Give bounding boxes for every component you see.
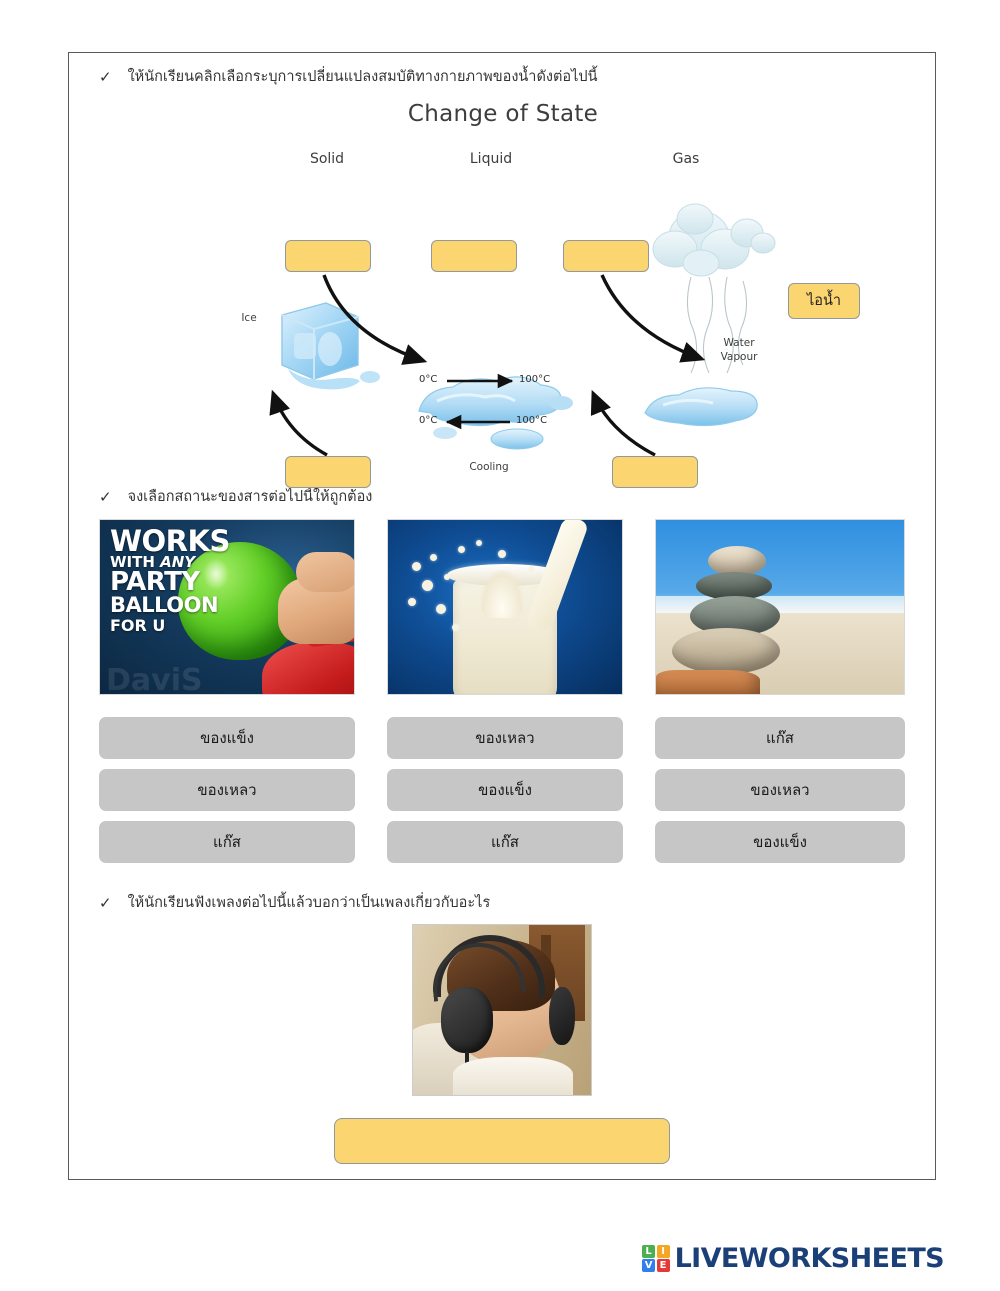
- choice-balloon-3[interactable]: แก๊ส: [99, 820, 355, 863]
- instruction-text-3: ให้นักเรียนฟังเพลงต่อไปนี้แล้วบอกว่าเป็น…: [127, 894, 491, 911]
- milk-droplet: [444, 573, 450, 580]
- change-of-state-diagram: Change of State Solid Liquid Gas: [69, 93, 937, 488]
- answer-box-top-1[interactable]: [285, 239, 371, 272]
- ad-line-1: WORKS: [110, 523, 230, 558]
- live-tiles-icon: L I V E: [642, 1244, 670, 1273]
- logo-wordmark: LIVEWORKSHEETS: [674, 1243, 945, 1274]
- picture-row: WORKS WITH ANY PARTY BALLOON FOR U DaviS: [69, 518, 935, 695]
- section-states-of-matter: ✓ จงเลือกสถานะของสารต่อไปนี้ให้ถูกต้อง W…: [69, 487, 935, 863]
- choice-group-milk: ของเหลว ของแข็ง แก๊ส: [387, 716, 623, 863]
- milk-splash-shape: [480, 569, 524, 618]
- milk-droplet: [412, 561, 421, 571]
- checkmark-icon: ✓: [99, 893, 112, 912]
- stone-shape: [696, 571, 772, 600]
- final-answer-wrap: [69, 1118, 935, 1165]
- temp-cooling-from: 100°C: [516, 414, 548, 426]
- temp-heating-from: 0°C: [419, 373, 438, 385]
- listening-photo-wrap: [69, 924, 935, 1097]
- milk-droplet: [476, 539, 482, 546]
- choice-balloon-1[interactable]: ของแข็ง: [99, 716, 355, 759]
- temp-cooling-to: 0°C: [419, 414, 438, 426]
- headphone-earcup-icon: [441, 987, 493, 1054]
- label-cooling: Cooling: [469, 460, 509, 473]
- choice-milk-2[interactable]: ของแข็ง: [387, 768, 623, 811]
- image-child-with-headphones: [412, 924, 592, 1097]
- logo-tile-i: I: [656, 1244, 670, 1258]
- choice-row: ของแข็ง ของเหลว แก๊ส ของเหลว ของแข็ง แก๊…: [69, 716, 935, 863]
- logo-tile-v: V: [642, 1259, 656, 1273]
- state-label-gas: Gas: [672, 150, 700, 167]
- label-ice: Ice: [241, 311, 257, 324]
- milk-droplet: [452, 623, 459, 631]
- choice-milk-1[interactable]: ของเหลว: [387, 716, 623, 759]
- choice-balloon-2[interactable]: ของเหลว: [99, 768, 355, 811]
- milk-droplet: [422, 579, 433, 591]
- milk-droplet: [528, 565, 535, 573]
- ad-line-2: WITH ANY: [110, 553, 196, 572]
- answer-box-bottom-1[interactable]: [285, 455, 371, 488]
- stone-shape: [708, 545, 766, 576]
- listening-answer-input[interactable]: [334, 1118, 670, 1165]
- answer-box-top-3[interactable]: [563, 239, 649, 272]
- image-stones: [655, 518, 905, 695]
- milk-droplet: [408, 597, 416, 606]
- checkmark-icon: ✓: [99, 487, 112, 506]
- choice-stones-3[interactable]: ของแข็ง: [655, 820, 905, 863]
- temp-heating-to: 100°C: [519, 373, 551, 385]
- state-label-solid: Solid: [309, 150, 345, 167]
- child-body-shape: [453, 1057, 573, 1096]
- choice-milk-3[interactable]: แก๊ส: [387, 820, 623, 863]
- choice-group-balloon: ของแข็ง ของเหลว แก๊ส: [99, 716, 355, 863]
- instruction-row-3: ✓ ให้นักเรียนฟังเพลงต่อไปนี้แล้วบอกว่าเป…: [69, 893, 935, 915]
- ad-line-5: FOR U: [110, 615, 166, 635]
- worksheet-page: ✓ ให้นักเรียนคลิกเลือกระบุการเปลี่ยนแปลง…: [68, 52, 936, 1180]
- footer: L I V E LIVEWORKSHEETS: [0, 1243, 1000, 1274]
- ad-line-3: PARTY: [110, 566, 200, 597]
- answer-box-top-2[interactable]: [431, 239, 517, 272]
- milk-droplet: [458, 545, 465, 553]
- hand-shape: [278, 551, 354, 644]
- liveworksheets-logo: L I V E LIVEWORKSHEETS: [642, 1243, 945, 1274]
- milk-droplet: [498, 549, 506, 558]
- logo-tile-e: E: [656, 1259, 670, 1273]
- instruction-text-2: จงเลือกสถานะของสารต่อไปนี้ให้ถูกต้อง: [127, 488, 373, 505]
- ad-line-4: BALLOON: [110, 592, 219, 617]
- choice-stones-2[interactable]: ของเหลว: [655, 768, 905, 811]
- milk-droplet: [436, 603, 446, 614]
- section-change-of-state: ✓ ให้นักเรียนคลิกเลือกระบุการเปลี่ยนแปลง…: [69, 67, 937, 488]
- choice-group-stones: แก๊ส ของเหลว ของแข็ง: [655, 716, 905, 863]
- image-balloon: WORKS WITH ANY PARTY BALLOON FOR U DaviS: [99, 518, 355, 695]
- instruction-row-2: ✓ จงเลือกสถานะของสารต่อไปนี้ให้ถูกต้อง: [69, 487, 935, 509]
- ad-watermark: DaviS: [106, 662, 203, 695]
- answer-box-bottom-2[interactable]: [612, 455, 698, 488]
- instruction-text-1: ให้นักเรียนคลิกเลือกระบุการเปลี่ยนแปลงสม…: [127, 69, 598, 85]
- state-label-liquid: Liquid: [469, 150, 513, 167]
- balloon-ad-text: WORKS WITH ANY PARTY BALLOON FOR U: [110, 523, 230, 635]
- instruction-row-1: ✓ ให้นักเรียนคลิกเลือกระบุการเปลี่ยนแปลง…: [69, 67, 935, 89]
- word-bank-chip[interactable]: ไอน้ำ: [788, 282, 860, 319]
- headphone-earcup-right-icon: [549, 987, 575, 1046]
- stone-shape: [656, 669, 760, 694]
- section-listening: ✓ ให้นักเรียนฟังเพลงต่อไปนี้แล้วบอกว่าเป…: [69, 893, 935, 1165]
- checkmark-icon: ✓: [99, 68, 112, 86]
- milk-droplet: [430, 553, 437, 561]
- logo-tile-l: L: [642, 1244, 656, 1258]
- diagram-title: Change of State: [407, 100, 599, 127]
- word-bank-label: ไอน้ำ: [806, 293, 842, 310]
- choice-stones-1[interactable]: แก๊ส: [655, 716, 905, 759]
- stone-shape: [672, 627, 780, 674]
- image-milk: [387, 518, 623, 695]
